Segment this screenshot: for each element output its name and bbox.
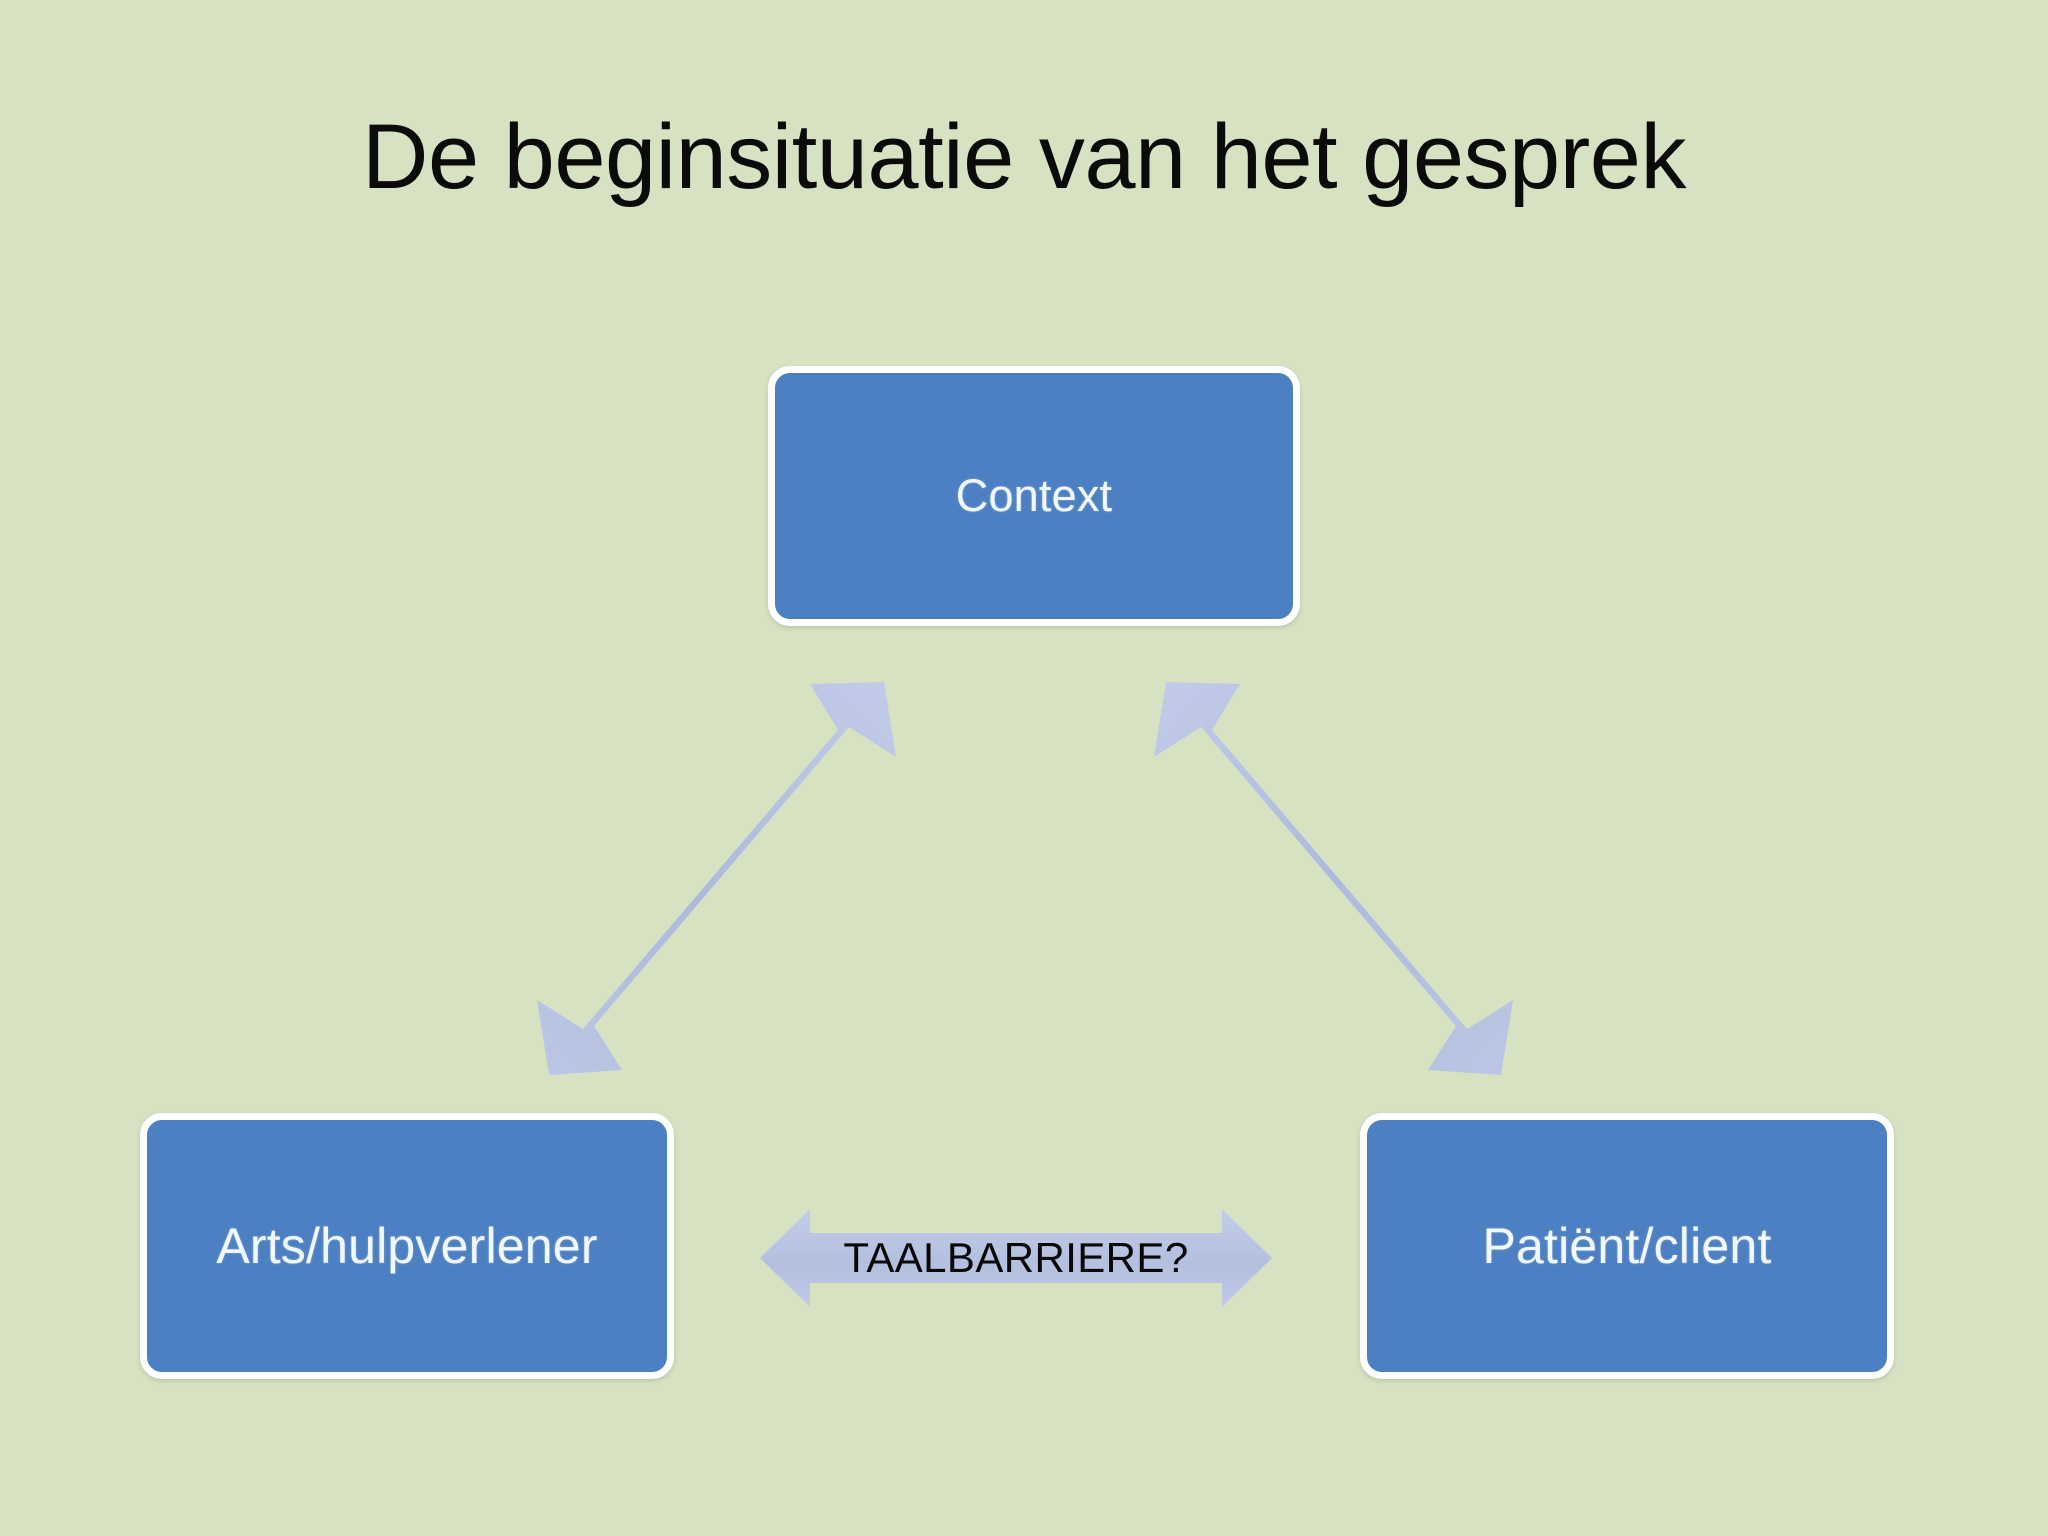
diagram-node-patient-label: Patiënt/client <box>1482 1218 1772 1274</box>
diagram-node-context-label: Context <box>955 470 1113 521</box>
diagram-node-provider[interactable]: Arts/hulpverlener <box>140 1113 674 1379</box>
connector-label-taalbarriere: TAALBARRIERE? <box>843 1234 1189 1281</box>
diagram-node-provider-label: Arts/hulpverlener <box>216 1218 598 1274</box>
page-title: De beginsituatie van het gesprek <box>362 106 1686 208</box>
diagram-node-context[interactable]: Context <box>768 366 1300 626</box>
diagram-node-patient[interactable]: Patiënt/client <box>1360 1113 1894 1379</box>
connector-context-provider <box>537 682 896 1075</box>
connector-context-patient <box>1154 682 1513 1075</box>
